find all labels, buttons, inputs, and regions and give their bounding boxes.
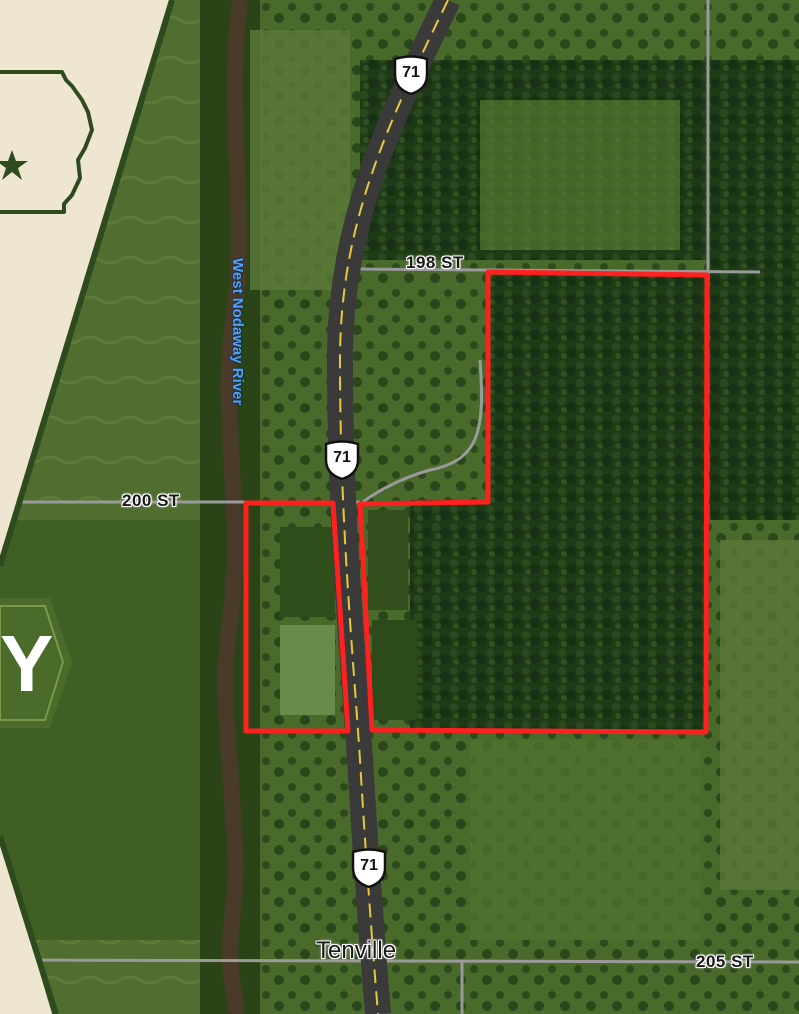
us-highway-shield-icon: 71 [323,440,361,480]
property-boundary-east[interactable] [357,269,710,735]
label-west-nodaway-river: West Nodaway River [229,258,246,406]
crop-field [368,510,408,610]
crop-field [280,527,335,617]
badge-letter: Y [0,619,54,708]
badge-hexagon [0,598,72,728]
crop-field [280,625,335,715]
us-highway-shield-icon: 71 [392,55,430,95]
crop-field [372,620,417,720]
label-tenville: Tenville [316,937,397,964]
star-icon [0,150,28,180]
driveway [358,359,483,507]
shield-number-north: 71 [402,64,420,81]
iowa-state-icon [0,70,94,214]
us-highway-shield-icon: 71 [350,848,388,888]
label-205-st: 205 ST [696,952,754,971]
panel-border [0,0,175,567]
river-channel [217,0,248,1014]
label-200-st: 200 ST [122,491,180,510]
shield-number-middle: 71 [333,449,351,466]
badge-inner [0,605,65,721]
road-205-st [0,958,799,964]
label-198-st: 198 ST [406,253,464,272]
panel-border-lower [0,835,59,1014]
shield-number-south: 71 [360,857,378,874]
property-boundary-west[interactable] [243,500,351,734]
